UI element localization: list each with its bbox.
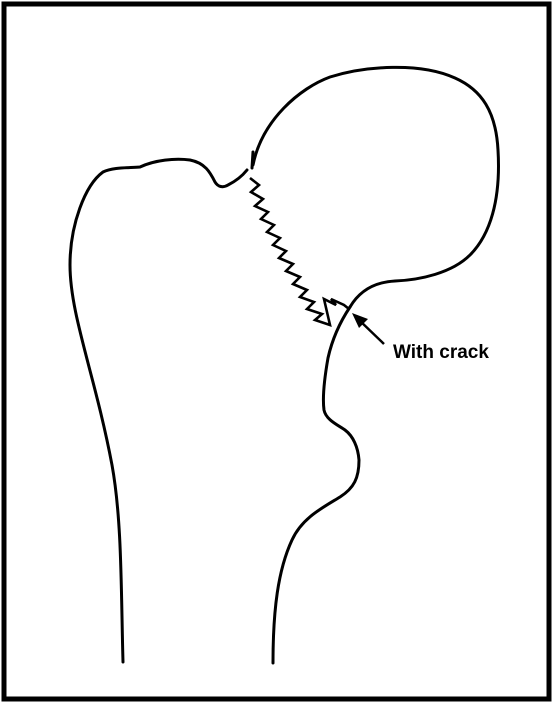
annotation-label: With crack xyxy=(393,342,489,363)
trochanter-notch xyxy=(252,152,253,168)
femur-head-outline xyxy=(253,67,498,307)
femur-shaft-left-outline xyxy=(70,159,247,662)
femur-neck-lower-outline xyxy=(273,307,359,663)
annotation-arrow xyxy=(352,313,384,344)
crack-line xyxy=(250,178,349,325)
